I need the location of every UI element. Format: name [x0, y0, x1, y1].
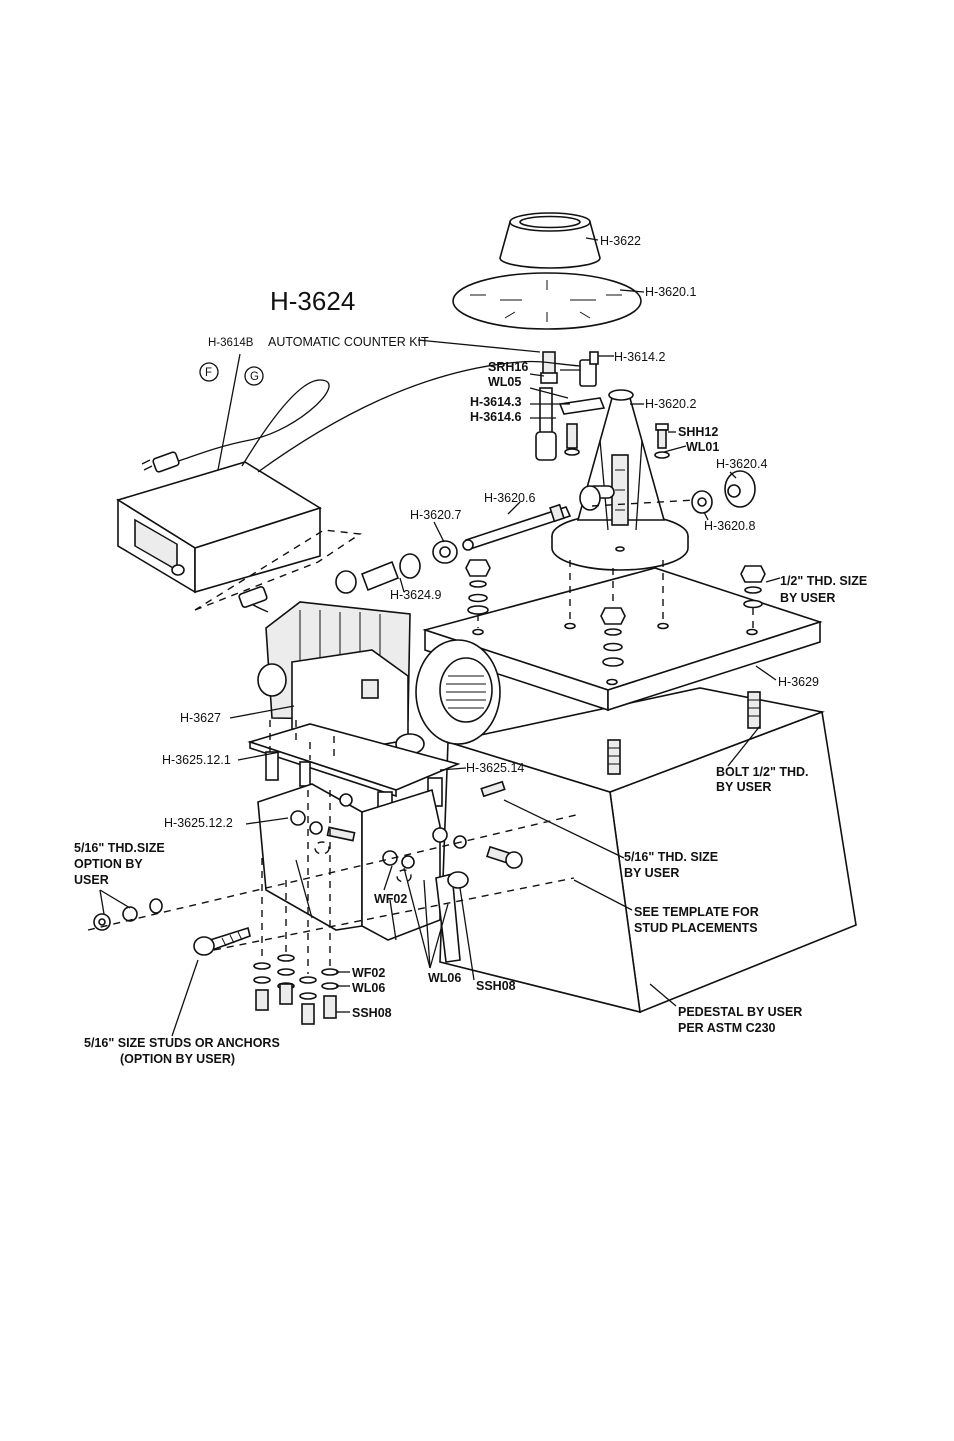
label-h36206: H-3620.6 [484, 491, 535, 505]
label-h36207: H-3620.7 [410, 508, 461, 522]
anchor-stud [193, 926, 251, 956]
cam [691, 470, 756, 514]
label-h36146: H-3614.6 [470, 410, 521, 424]
label-wf02-b: WF02 [352, 966, 385, 980]
label-ssh08-b: SSH08 [352, 1006, 392, 1020]
circle-g-text: G [250, 371, 259, 383]
label-bolt-2: BY USER [716, 780, 771, 794]
label-counter-kit-code: H-3614B [208, 337, 254, 349]
label-studs-2: (OPTION BY USER) [120, 1052, 235, 1066]
dashed-alignment-upper [477, 499, 754, 628]
counter-box [116, 461, 322, 594]
circle-f-text: F [205, 367, 212, 379]
label-h36201: H-3620.1 [645, 285, 696, 299]
label-h36204: H-3620.4 [716, 457, 767, 471]
label-ssh08-a: SSH08 [476, 979, 516, 993]
lower-hardware [253, 954, 339, 1025]
label-thd516-2: BY USER [624, 866, 679, 880]
label-wl05: WL05 [488, 375, 521, 389]
coupling [432, 540, 458, 564]
label-h3629: H-3629 [778, 675, 819, 689]
label-thd516-opt-1: 5/16" THD.SIZE [74, 841, 165, 855]
flow-table-disc [452, 272, 642, 330]
counter-box-footprint [194, 529, 362, 611]
label-h36208: H-3620.8 [704, 519, 755, 533]
label-wl01: WL01 [686, 440, 719, 454]
dashed-alignment-lower [87, 720, 581, 974]
counter-switch-assembly [535, 351, 606, 461]
label-wl06-a: WL06 [428, 971, 461, 985]
label-bolt-1: BOLT 1/2" THD. [716, 765, 809, 779]
label-h3622: H-3622 [600, 234, 641, 248]
label-h3625122: H-3625.12.2 [164, 816, 233, 830]
label-srh16: SRH16 [488, 360, 528, 374]
circle-label-f: F [199, 362, 219, 382]
label-wf02-a: WF02 [374, 892, 407, 906]
label-thd-half-1: 1/2" THD. SIZE [780, 574, 867, 588]
label-h36249: H-3624.9 [390, 588, 441, 602]
stand [551, 389, 689, 571]
nut-stack-left [465, 559, 491, 615]
flow-mold [499, 212, 601, 269]
label-wl06-b: WL06 [352, 981, 385, 995]
circle-label-g: G [244, 366, 264, 386]
leader-lines [99, 237, 781, 1037]
label-pedestal-1: PEDESTAL BY USER [678, 1005, 802, 1019]
label-shh12: SHH12 [678, 425, 718, 439]
label-thd516-1: 5/16" THD. SIZE [624, 850, 718, 864]
motor-bracket [257, 783, 467, 941]
pedestal-bolts [607, 691, 761, 775]
diagram-title: H-3624 [270, 286, 355, 316]
jaw-coupling [335, 553, 421, 594]
label-h36202: H-3620.2 [645, 397, 696, 411]
bracket-bolts [326, 780, 523, 963]
label-thd516-opt-3: USER [74, 873, 109, 887]
label-h3625121: H-3625.12.1 [162, 753, 231, 767]
label-template-2: STUD PLACEMENTS [634, 921, 758, 935]
power-cord [141, 379, 330, 473]
motor-plug [238, 586, 269, 613]
label-h36142: H-3614.2 [614, 350, 665, 364]
label-h362514: H-3625.14 [466, 761, 524, 775]
counter-cable [257, 360, 581, 473]
nut-stack-right [740, 565, 766, 609]
screw-shh12 [654, 423, 670, 459]
label-studs-1: 5/16" SIZE STUDS OR ANCHORS [84, 1036, 280, 1050]
label-pedestal-2: PER ASTM C230 [678, 1021, 776, 1035]
cam-shaft [462, 503, 572, 551]
label-thd-half-2: BY USER [780, 591, 835, 605]
nut-stack-center [600, 607, 626, 667]
label-template-1: SEE TEMPLATE FOR [634, 905, 759, 919]
label-counter-kit-text: AUTOMATIC COUNTER KIT [268, 335, 429, 349]
label-h3627: H-3627 [180, 711, 221, 725]
label-thd516-opt-2: OPTION BY [74, 857, 143, 871]
label-h36143: H-3614.3 [470, 395, 521, 409]
